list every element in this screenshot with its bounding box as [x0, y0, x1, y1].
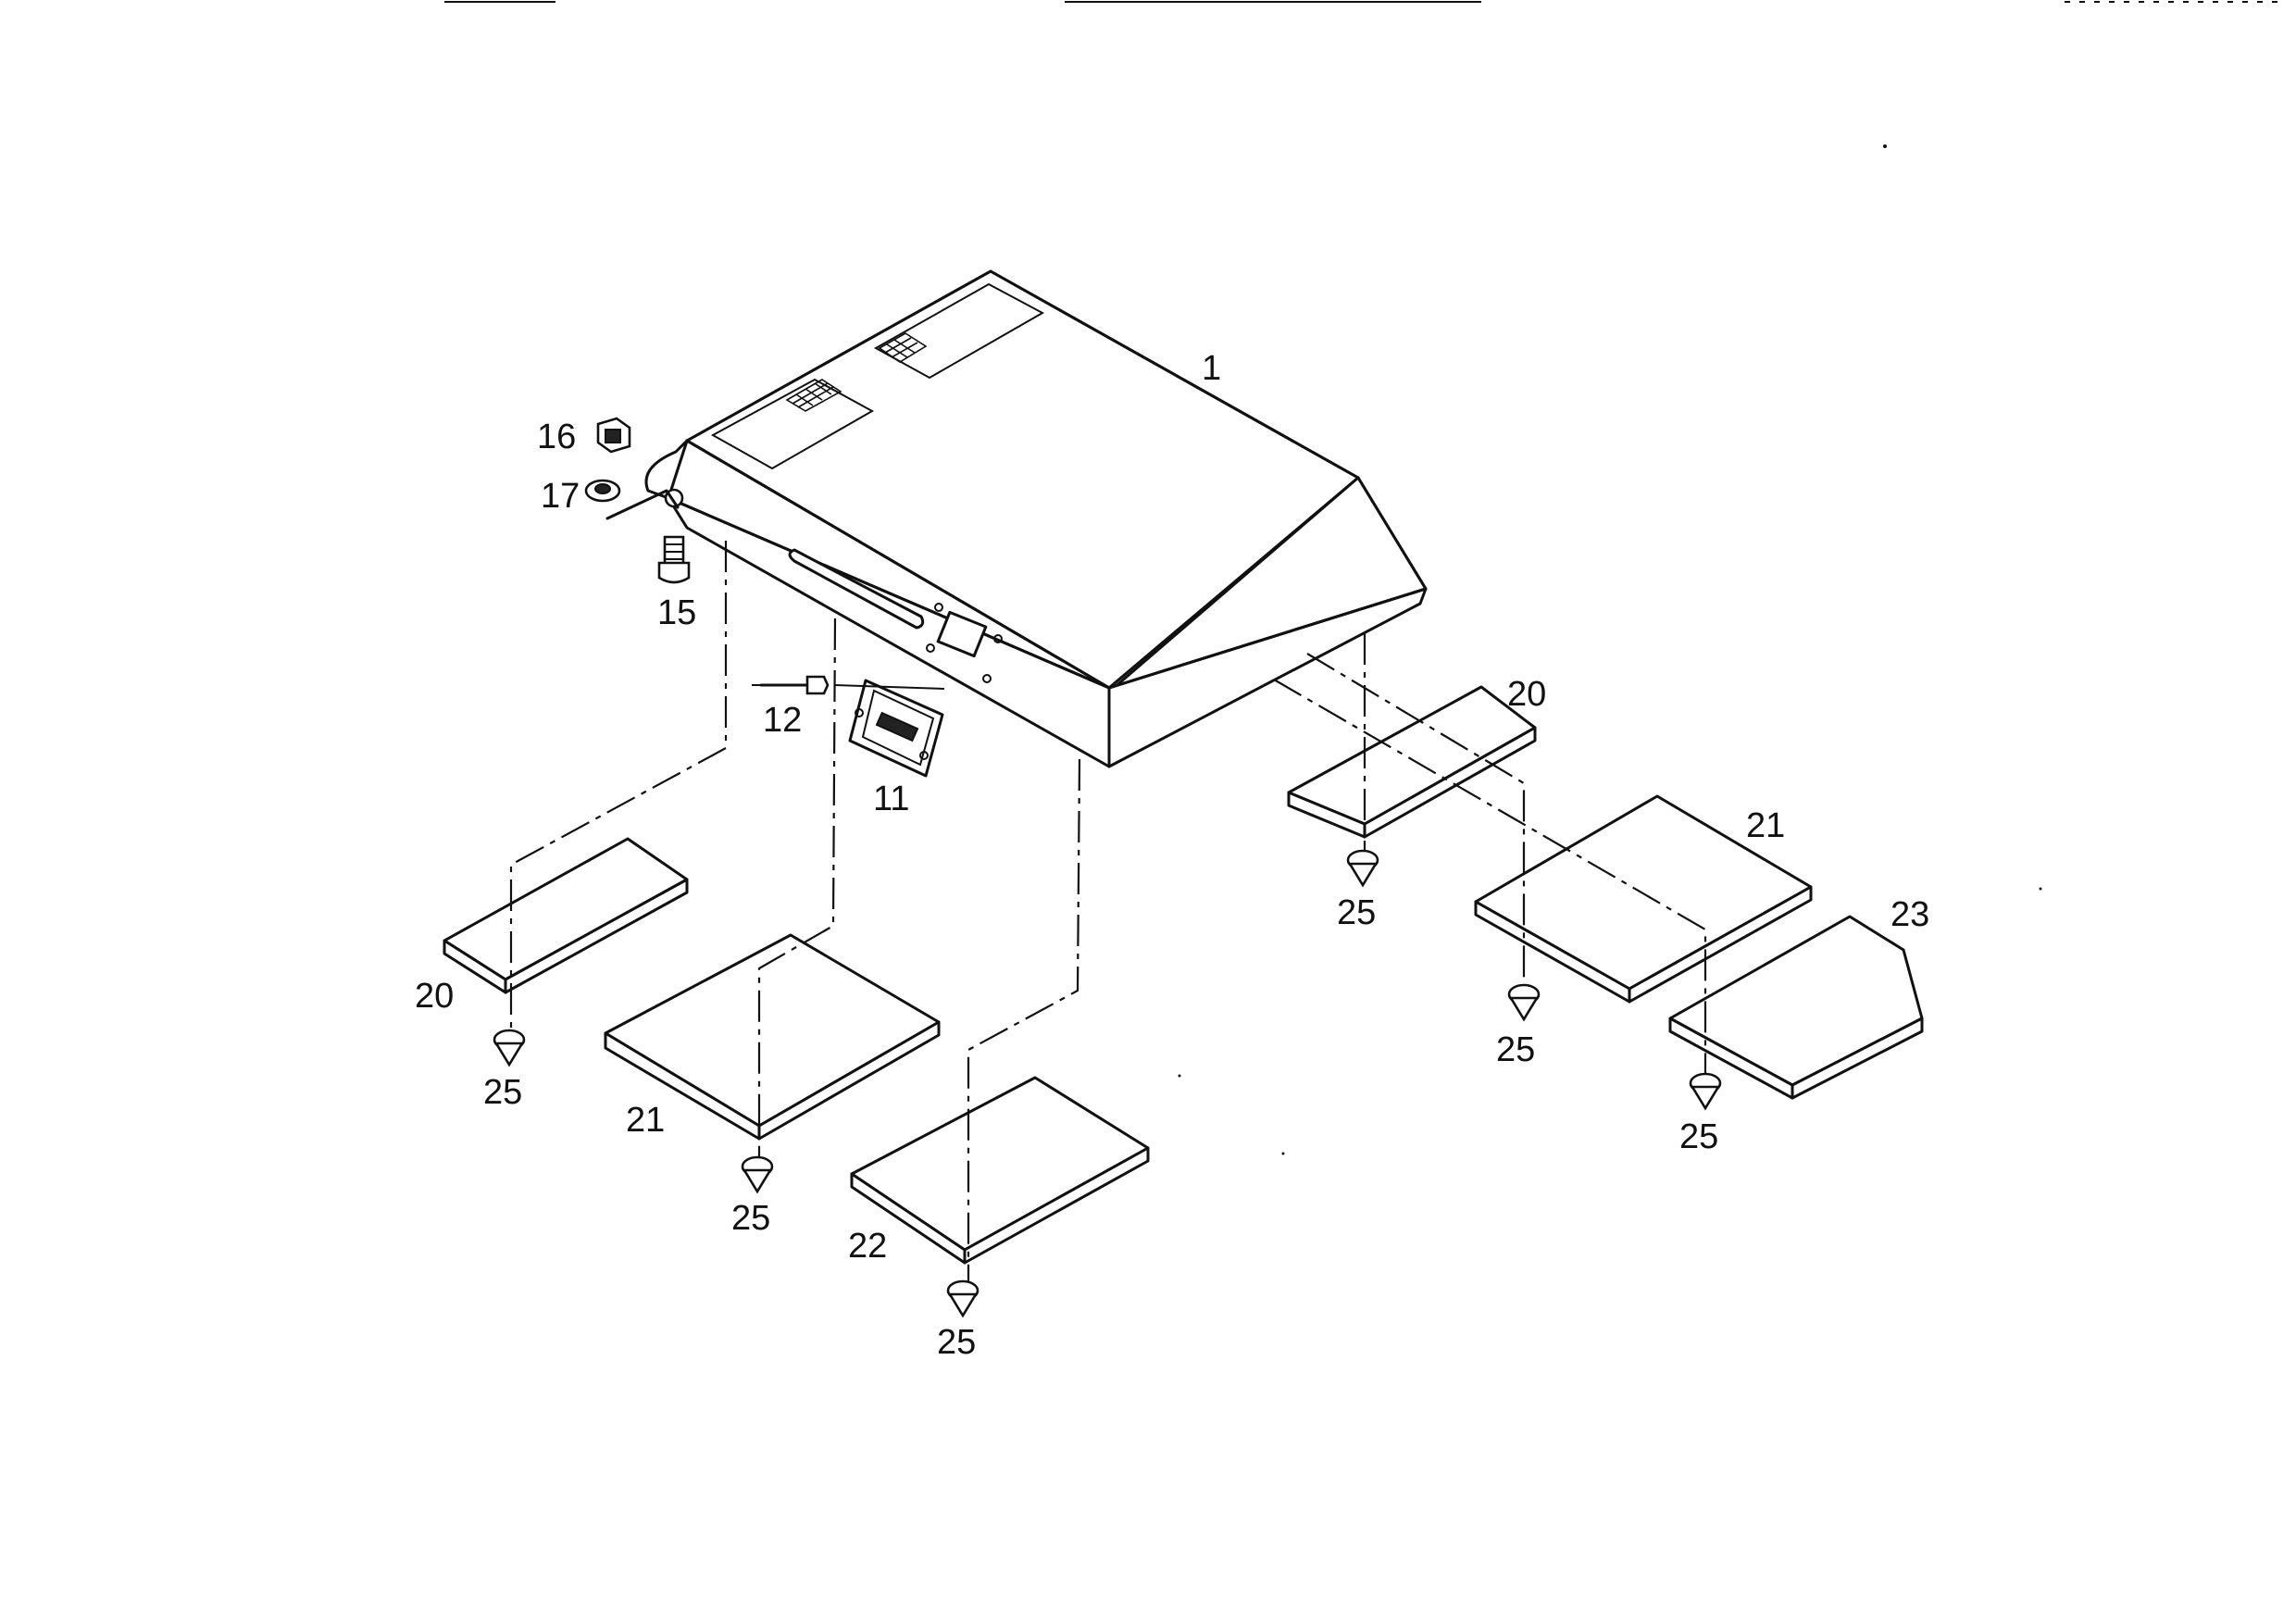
- cover-housing: [644, 269, 1428, 768]
- foot-25: [946, 1279, 980, 1318]
- switch-plate: [848, 679, 944, 778]
- callout-21-left: 21: [626, 1101, 665, 1140]
- pad-22: [850, 1076, 1150, 1265]
- callout-20-left: 20: [415, 977, 454, 1016]
- callout-12: 12: [763, 701, 802, 740]
- vent-grille: [785, 332, 928, 412]
- foot-25: [1346, 849, 1379, 888]
- callout-25: 25: [483, 1073, 522, 1112]
- callout-15: 15: [657, 593, 696, 632]
- scan-speck: [1178, 1074, 1181, 1078]
- assembly-leaders: [509, 541, 1707, 1281]
- callout-25: 25: [731, 1199, 770, 1238]
- callout-11: 11: [873, 780, 909, 818]
- pad-21-left: [604, 933, 941, 1141]
- scan-speck: [1281, 1152, 1285, 1155]
- callout-22: 22: [848, 1227, 887, 1266]
- pad-23: [1668, 915, 1924, 1100]
- callout-20-right: 20: [1507, 675, 1546, 714]
- bolt-15: [657, 535, 691, 584]
- foot-25: [493, 1029, 526, 1067]
- nut-16: [596, 417, 631, 454]
- foot-25: [741, 1155, 774, 1194]
- callout-25: 25: [1496, 1030, 1535, 1069]
- callout-25: 25: [937, 1323, 976, 1362]
- callout-23: 23: [1890, 895, 1929, 934]
- callout-16: 16: [537, 418, 576, 456]
- screw-12: [752, 675, 830, 695]
- scan-speck: [2039, 887, 2042, 891]
- callout-25: 25: [1679, 1117, 1718, 1156]
- callout-21-right: 21: [1746, 806, 1785, 845]
- callout-1: 1: [1202, 349, 1221, 388]
- foot-25: [1689, 1072, 1722, 1111]
- pad-20-left: [443, 837, 689, 994]
- callout-17: 17: [541, 477, 580, 516]
- washer-17: [584, 479, 621, 503]
- scan-speck: [1883, 144, 1887, 148]
- foot-25: [1507, 983, 1541, 1022]
- callout-25: 25: [1337, 893, 1376, 932]
